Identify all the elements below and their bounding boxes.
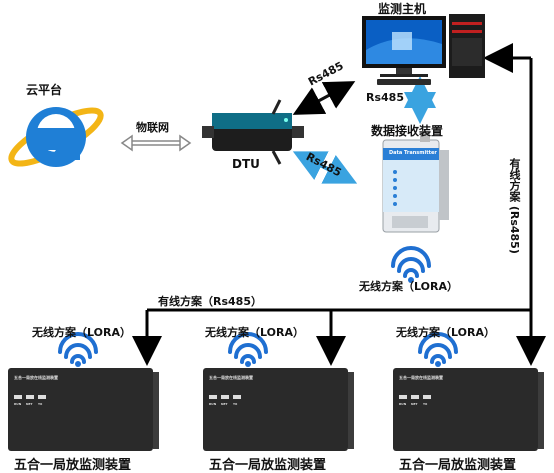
device-2-plate: 五合一局放在线监测装置 (209, 375, 253, 380)
receiver-label: 数据接收装置 (371, 124, 444, 138)
device-label-3: 五合一局放监测装置 (399, 458, 517, 473)
wireless-label-2: 无线方案（LORA） (205, 326, 304, 339)
iot-double-arrow (120, 134, 192, 152)
device-3-led-label: TX (423, 402, 428, 406)
wireless-label-1: 无线方案（LORA） (32, 326, 131, 339)
dtu-label: DTU (232, 157, 260, 171)
wifi-icon-receiver (391, 246, 431, 278)
wifi-icon-3 (418, 332, 458, 364)
wired-scheme-right-label: 有线方案 (Rs485) (508, 158, 521, 254)
device-1-plate: 五合一局放在线监测装置 (14, 375, 58, 380)
device-3-led-label: RUN (399, 402, 407, 406)
wireless-receiver-label: 无线方案（LORA） (359, 280, 458, 293)
device-2-led-label: NET (221, 402, 228, 406)
device-label-2: 五合一局放监测装置 (209, 458, 327, 473)
dtu-receiver-arrow (292, 151, 358, 184)
monitor-host-label: 监测主机 (378, 2, 427, 16)
dtu-pc-arrow (292, 81, 356, 115)
iot-label: 物联网 (136, 121, 169, 134)
device-3-led-label: NET (411, 402, 418, 406)
rs485-label-pc-receiver: Rs485 (366, 91, 404, 104)
wifi-icon-1 (58, 332, 98, 364)
device-box-2 (203, 368, 354, 451)
device-1-led-label: NET (26, 402, 33, 406)
device-3-plate: 五合一局放在线监测装置 (399, 375, 443, 380)
device-1-led-label: RUN (14, 402, 22, 406)
wireless-label-3: 无线方案（LORA） (396, 326, 495, 339)
wifi-icon-2 (228, 332, 268, 364)
device-label-1: 五合一局放监测装置 (14, 458, 132, 473)
device-1-led-label: TX (38, 402, 43, 406)
device-2-led-label: TX (233, 402, 238, 406)
receiver-plate-label: Data Transmitter (389, 150, 437, 156)
device-box-3 (393, 368, 544, 451)
device-box-1 (8, 368, 159, 451)
wired-scheme-bus-label: 有线方案（Rs485） (158, 295, 262, 308)
cloud-platform-label: 云平台 (26, 83, 63, 97)
device-2-led-label: RUN (209, 402, 217, 406)
